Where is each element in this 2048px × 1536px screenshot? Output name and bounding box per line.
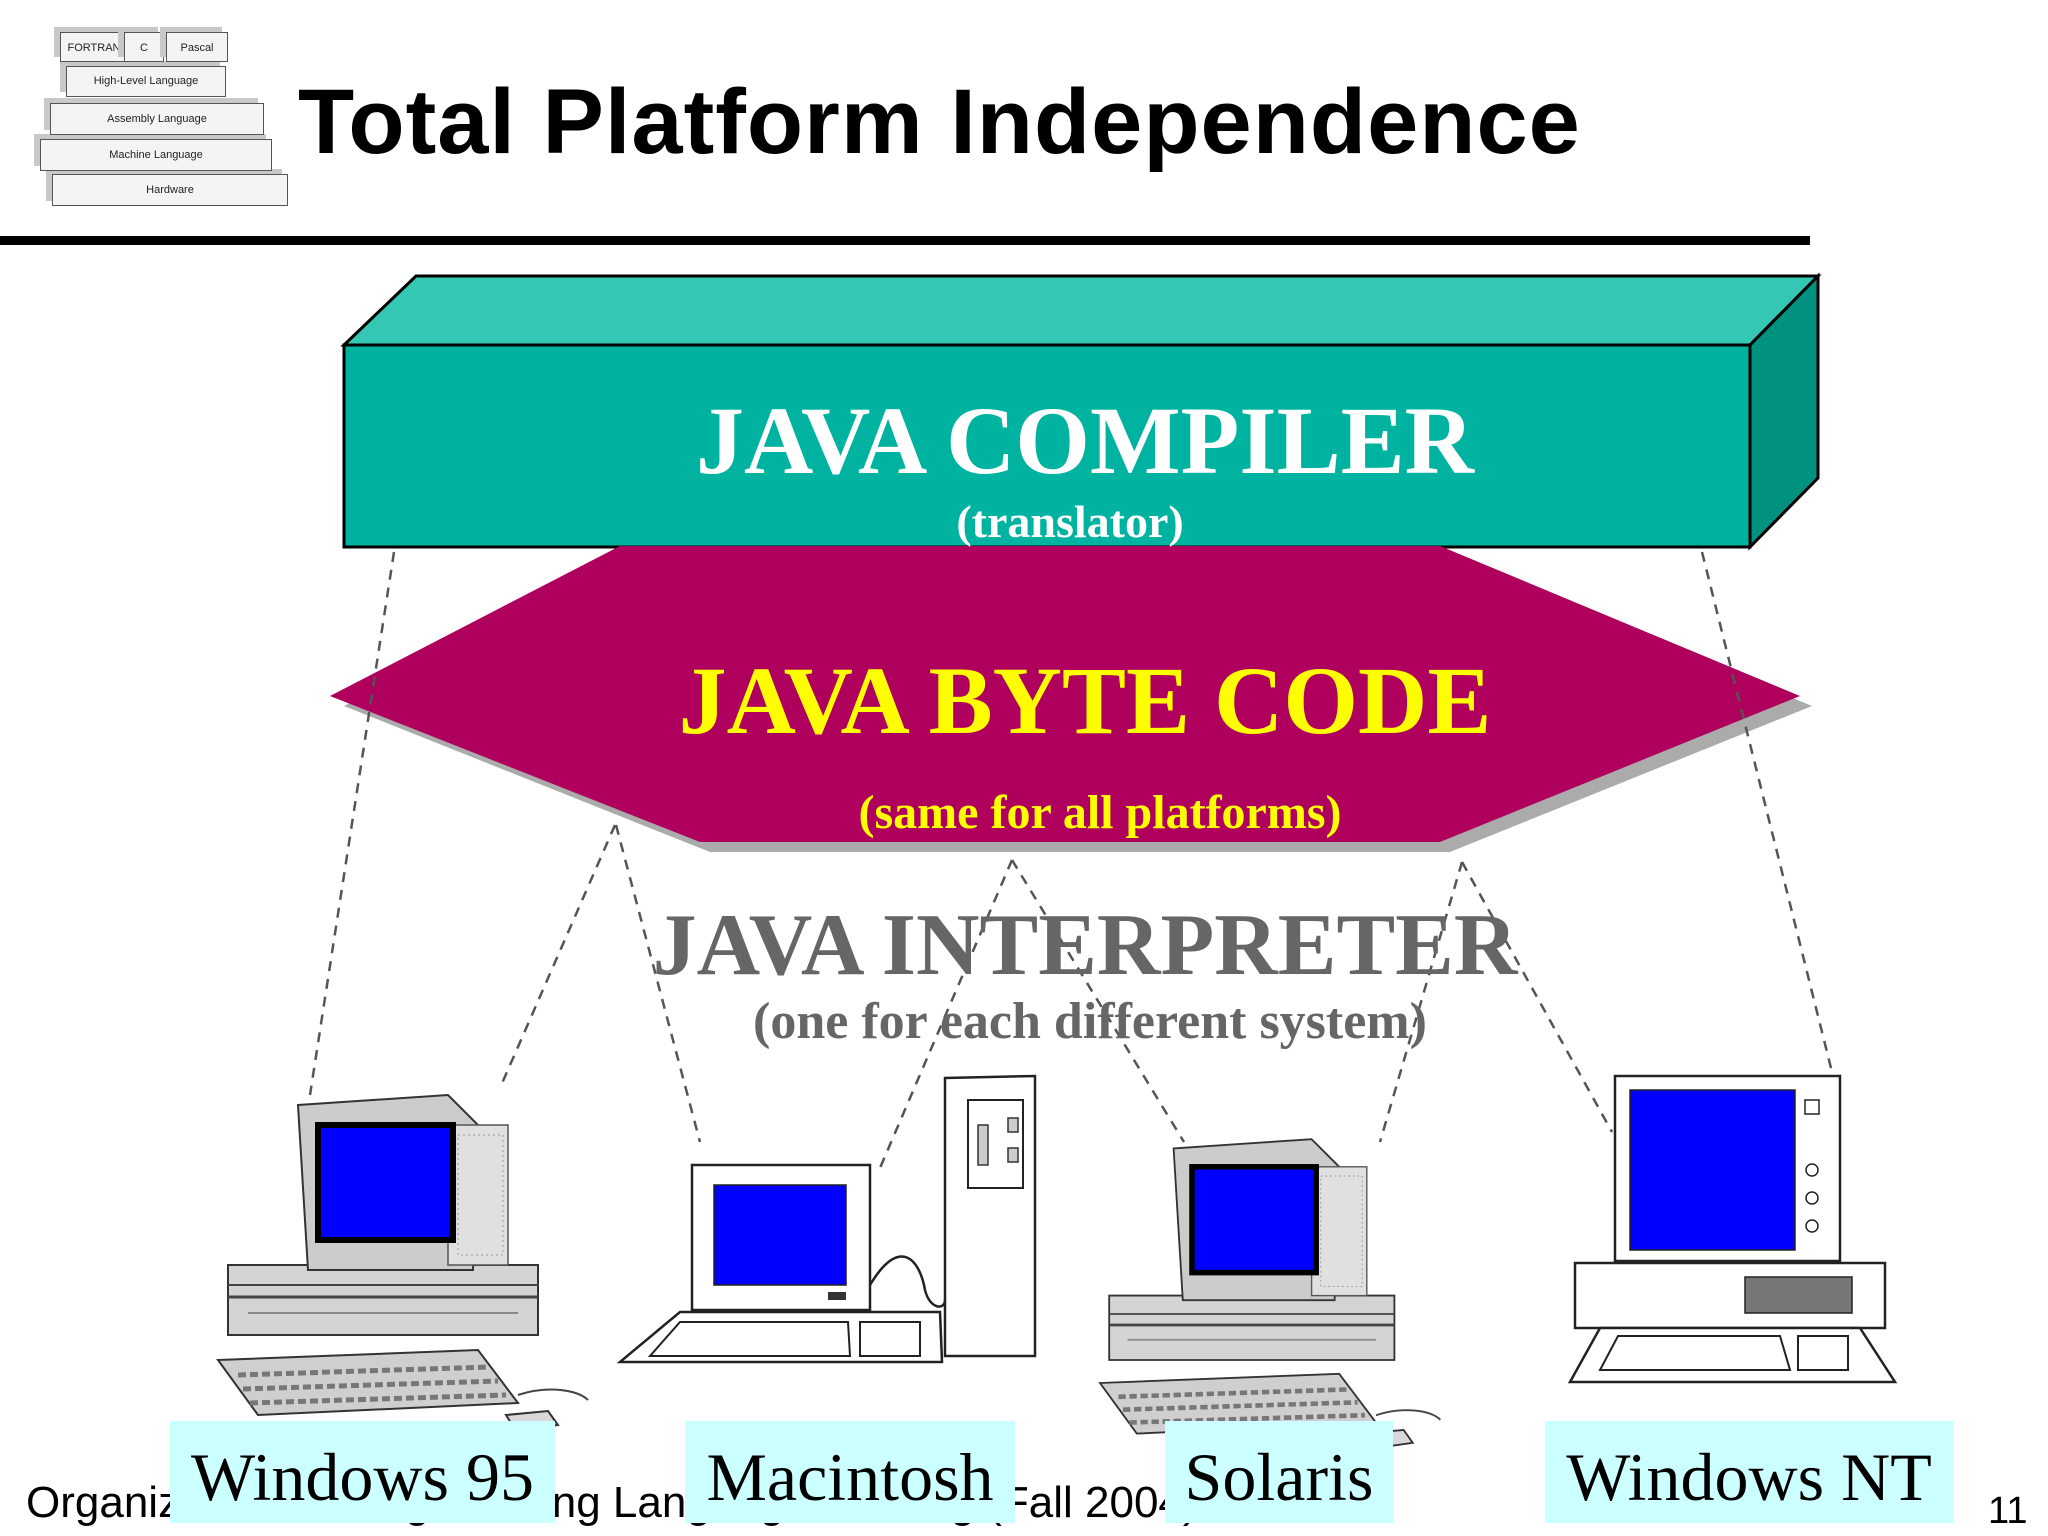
logo-layer-hardware: Hardware [52, 174, 288, 206]
platform-label-windows95: Windows 95 [170, 1421, 555, 1523]
slide-title: Total Platform Independence [298, 71, 1581, 173]
logo-layer-high-level: High-Level Language [66, 66, 226, 97]
compiler-sublabel: (translator) [956, 496, 1184, 547]
logo-layer-pascal: Pascal [166, 32, 228, 62]
logo-layer-fortran: FORTRAN [60, 32, 128, 62]
platform-label-solaris: Solaris [1165, 1421, 1393, 1523]
java-compiler-block [340, 272, 1822, 551]
macintosh-computer [616, 1074, 1037, 1364]
platform-label-macintosh: Macintosh [685, 1421, 1015, 1523]
bytecode-label: JAVA BYTE CODE [678, 647, 1492, 754]
logo-layer-assembly: Assembly Language [50, 103, 264, 135]
windows-nt-computer [1567, 1074, 1898, 1384]
compiler-label: JAVA COMPILER [696, 387, 1474, 494]
platform-label-windows-nt: Windows NT [1545, 1421, 1953, 1523]
interpreter-sublabel: (one for each different system) [753, 993, 1427, 1050]
logo-layer-c: C [124, 32, 164, 62]
bytecode-sublabel: (same for all platforms) [858, 786, 1342, 839]
interpreter-connector-lines [308, 551, 1840, 1169]
solaris-computer [1100, 1139, 1440, 1448]
interpreter-label: JAVA INTERPRETER [652, 897, 1518, 994]
windows95-computer [218, 1095, 588, 1431]
java-bytecode-block [330, 546, 1812, 852]
title-divider [0, 236, 1810, 245]
page-number: 11 [1988, 1490, 2028, 1532]
logo-layer-machine: Machine Language [40, 139, 272, 171]
